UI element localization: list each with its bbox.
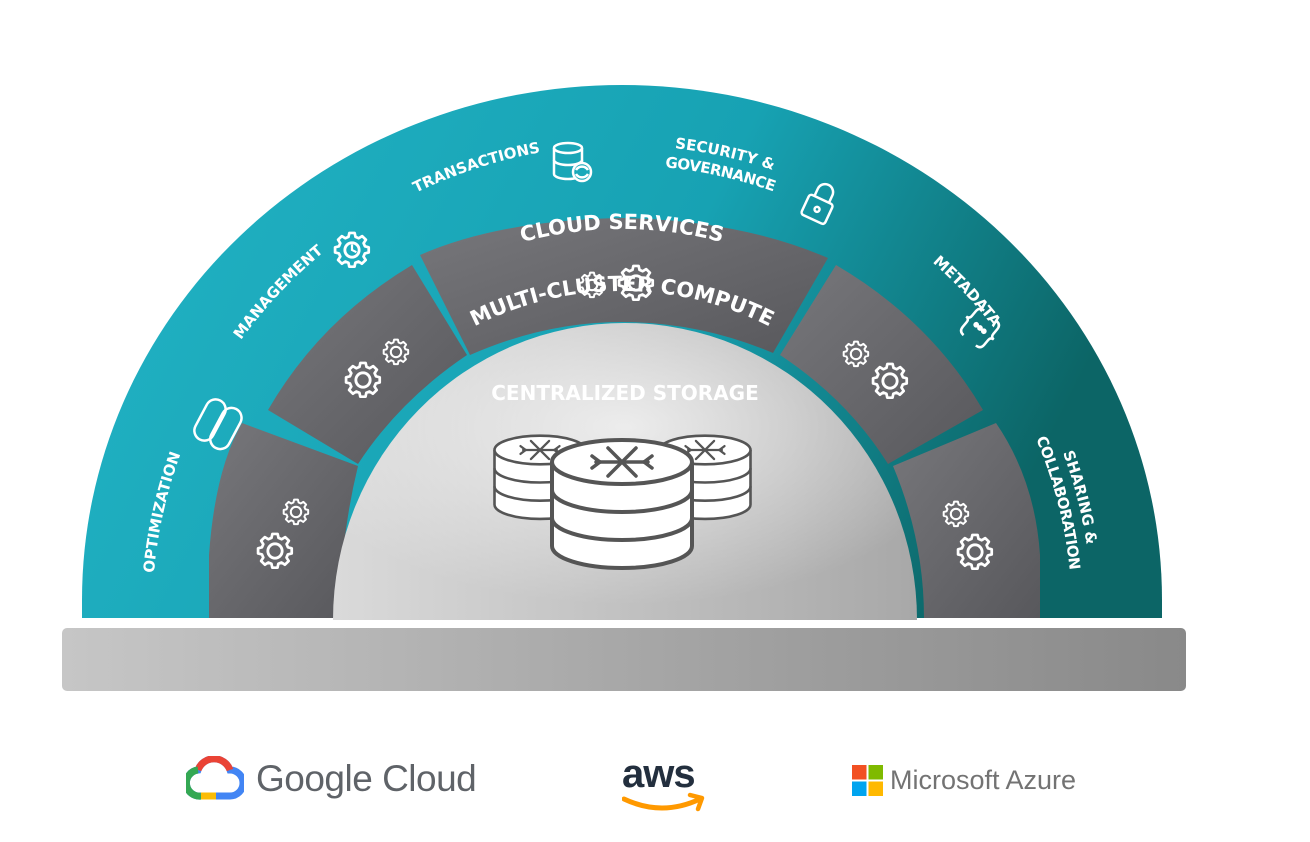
aws-label: aws xyxy=(622,752,696,796)
storage-title: CENTRALIZED STORAGE xyxy=(491,381,759,405)
microsoft-icon xyxy=(852,765,883,796)
compute-segment-2 xyxy=(268,265,467,464)
compute-segment-1 xyxy=(209,423,358,618)
pill-toggle-icon xyxy=(193,398,243,451)
base-platform xyxy=(62,628,1186,691)
aws-logo: aws xyxy=(622,752,708,815)
compute-segment-4 xyxy=(780,265,983,464)
padlock-icon xyxy=(800,182,835,226)
google-cloud-logo: Google Cloud xyxy=(186,756,477,802)
aws-smile-icon xyxy=(622,792,705,812)
gear-clock-icon xyxy=(333,231,371,269)
google-cloud-icon xyxy=(186,756,244,800)
microsoft-azure-label: Microsoft Azure xyxy=(890,765,1077,795)
google-cloud-label: Google Cloud xyxy=(256,758,477,799)
microsoft-azure-logo: Microsoft Azure xyxy=(852,765,1076,796)
database-sync-icon xyxy=(552,141,593,183)
